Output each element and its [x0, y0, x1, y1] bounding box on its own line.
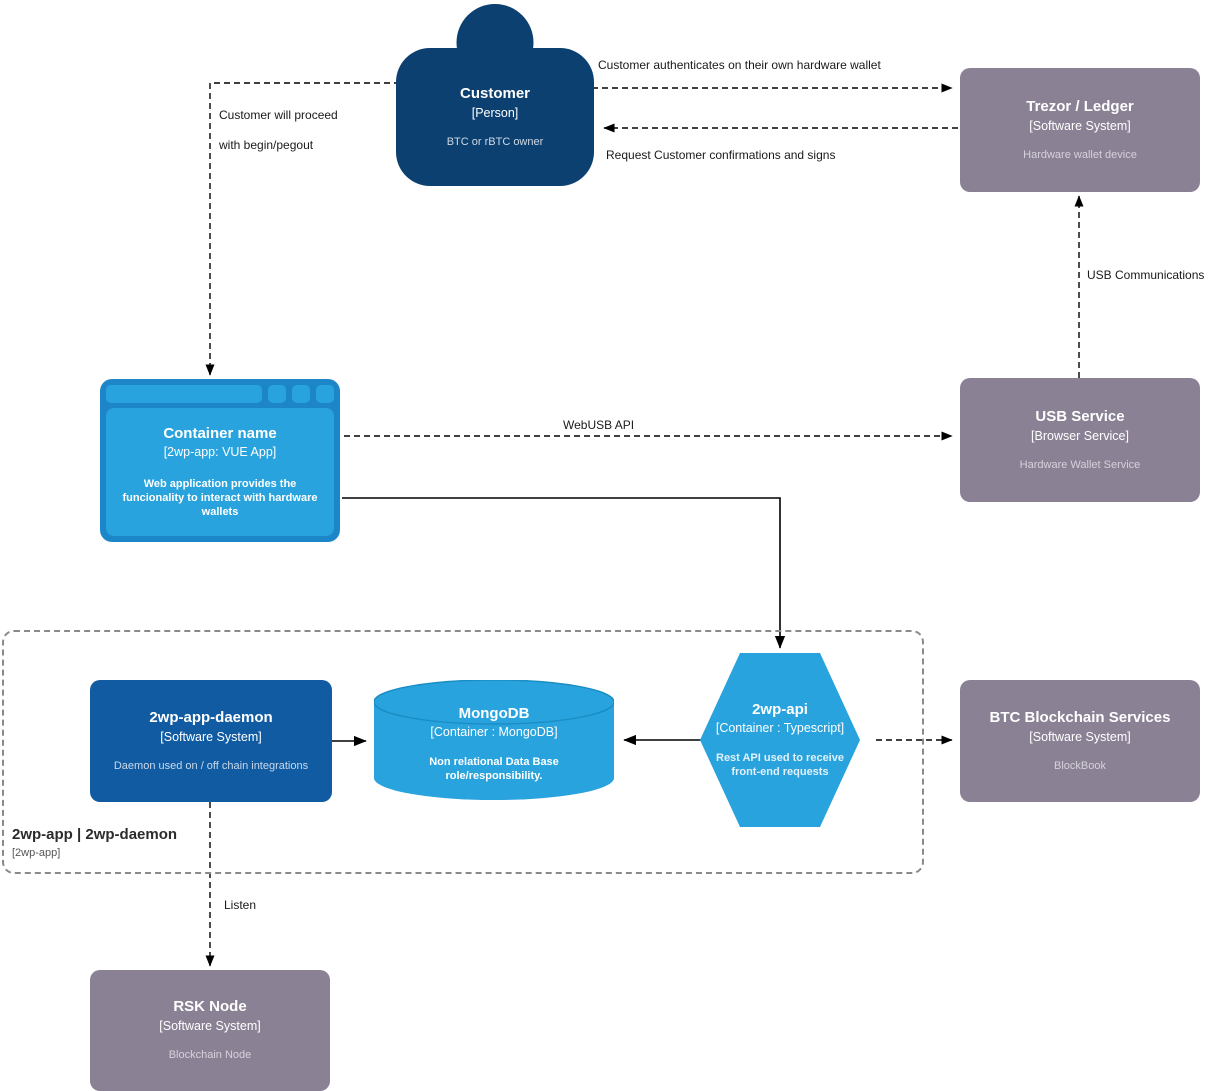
node-trezor-ledger[interactable]: Trezor / Ledger [Software System] Hardwa…: [960, 68, 1200, 192]
edge-label-customer-authenticates: Customer authenticates on their own hard…: [598, 58, 881, 72]
rsk-node-description: Blockchain Node: [168, 1049, 252, 1062]
trezor-ledger-type: [Software System]: [1029, 118, 1131, 133]
edge-vueapp-to-api: [342, 497, 786, 649]
person-body: Customer [Person] BTC or rBTC owner: [396, 48, 594, 186]
mongodb-text: MongoDB [Container : MongoDB] Non relati…: [374, 680, 614, 800]
customer-title: Customer: [459, 84, 530, 102]
rsk-node-type: [Software System]: [159, 1019, 261, 1034]
boundary-title: 2wp-app | 2wp-daemon: [12, 826, 178, 843]
boundary-2wp-app: [2, 630, 924, 874]
usb-service-description: Hardware Wallet Service: [1019, 458, 1141, 471]
node-vue-app[interactable]: Container name [2wp-app: VUE App] Web ap…: [100, 379, 340, 542]
node-mongodb[interactable]: MongoDB [Container : MongoDB] Non relati…: [374, 680, 614, 800]
vue-app-description: Web application provides the funcionalit…: [122, 477, 318, 519]
usb-service-type: [Browser Service]: [1031, 428, 1129, 443]
node-btc-blockchain-services[interactable]: BTC Blockchain Services [Software System…: [960, 680, 1200, 802]
node-rsk-node[interactable]: RSK Node [Software System] Blockchain No…: [90, 970, 330, 1091]
edge-customer-to-vueapp: [205, 82, 420, 376]
api-description: Rest API used to receive front-end reque…: [716, 751, 844, 778]
node-usb-service[interactable]: USB Service [Browser Service] Hardware W…: [960, 378, 1200, 502]
trezor-ledger-title: Trezor / Ledger: [1026, 97, 1134, 115]
edge-label-request-confirmations: Request Customer confirmations and signs: [606, 148, 836, 162]
customer-type: [Person]: [471, 105, 519, 120]
node-2wp-api[interactable]: 2wp-api [Container : Typescript] Rest AP…: [700, 653, 860, 827]
node-2wp-app-daemon[interactable]: 2wp-app-daemon [Software System] Daemon …: [90, 680, 332, 802]
edge-label-listen: Listen: [224, 898, 257, 912]
boundary-subtitle: [2wp-app]: [12, 847, 61, 859]
rsk-node-title: RSK Node: [173, 998, 247, 1016]
btc-services-title: BTC Blockchain Services: [989, 708, 1171, 726]
trezor-ledger-description: Hardware wallet device: [1023, 148, 1137, 161]
edge-label-webusb-api: WebUSB API: [563, 418, 635, 432]
browser-url-bar[interactable]: [106, 385, 262, 403]
api-title: 2wp-api: [752, 700, 808, 718]
customer-description: BTC or rBTC owner: [446, 135, 544, 148]
hexagon-shape: [700, 653, 860, 827]
usb-service-title: USB Service: [1035, 407, 1125, 425]
vue-app-type: [2wp-app: VUE App]: [163, 445, 277, 460]
browser-button-2-icon[interactable]: [292, 385, 310, 403]
api-text: 2wp-api [Container : Typescript] Rest AP…: [700, 653, 860, 827]
daemon-type: [Software System]: [160, 729, 262, 744]
browser-viewport: Container name [2wp-app: VUE App] Web ap…: [106, 408, 334, 536]
mongodb-type: [Container : MongoDB]: [430, 725, 558, 740]
api-type: [Container : Typescript]: [715, 721, 845, 736]
btc-services-description: BlockBook: [1054, 759, 1106, 772]
daemon-description: Daemon used on / off chain integrations: [113, 759, 309, 772]
node-customer[interactable]: Customer [Person] BTC or rBTC owner: [396, 4, 594, 186]
browser-button-1-icon[interactable]: [268, 385, 286, 403]
mongodb-title: MongoDB: [458, 704, 530, 722]
cylinder-shape: [374, 680, 614, 800]
edge-label-with-begin-pegout: with begin/pegout: [219, 138, 314, 152]
edge-label-usb-communications: USB Communications: [1087, 268, 1205, 282]
boundary-label: 2wp-app | 2wp-daemon [2wp-app]: [12, 826, 272, 860]
mongodb-description: Non relational Data Base role/responsibi…: [429, 755, 559, 782]
edge-label-customer-will-proceed: Customer will proceed: [219, 108, 338, 122]
daemon-title: 2wp-app-daemon: [149, 708, 273, 726]
vue-app-title: Container name: [163, 424, 277, 442]
browser-button-3-icon[interactable]: [316, 385, 334, 403]
browser-chrome-bar: [106, 385, 334, 403]
btc-services-type: [Software System]: [1029, 729, 1131, 744]
